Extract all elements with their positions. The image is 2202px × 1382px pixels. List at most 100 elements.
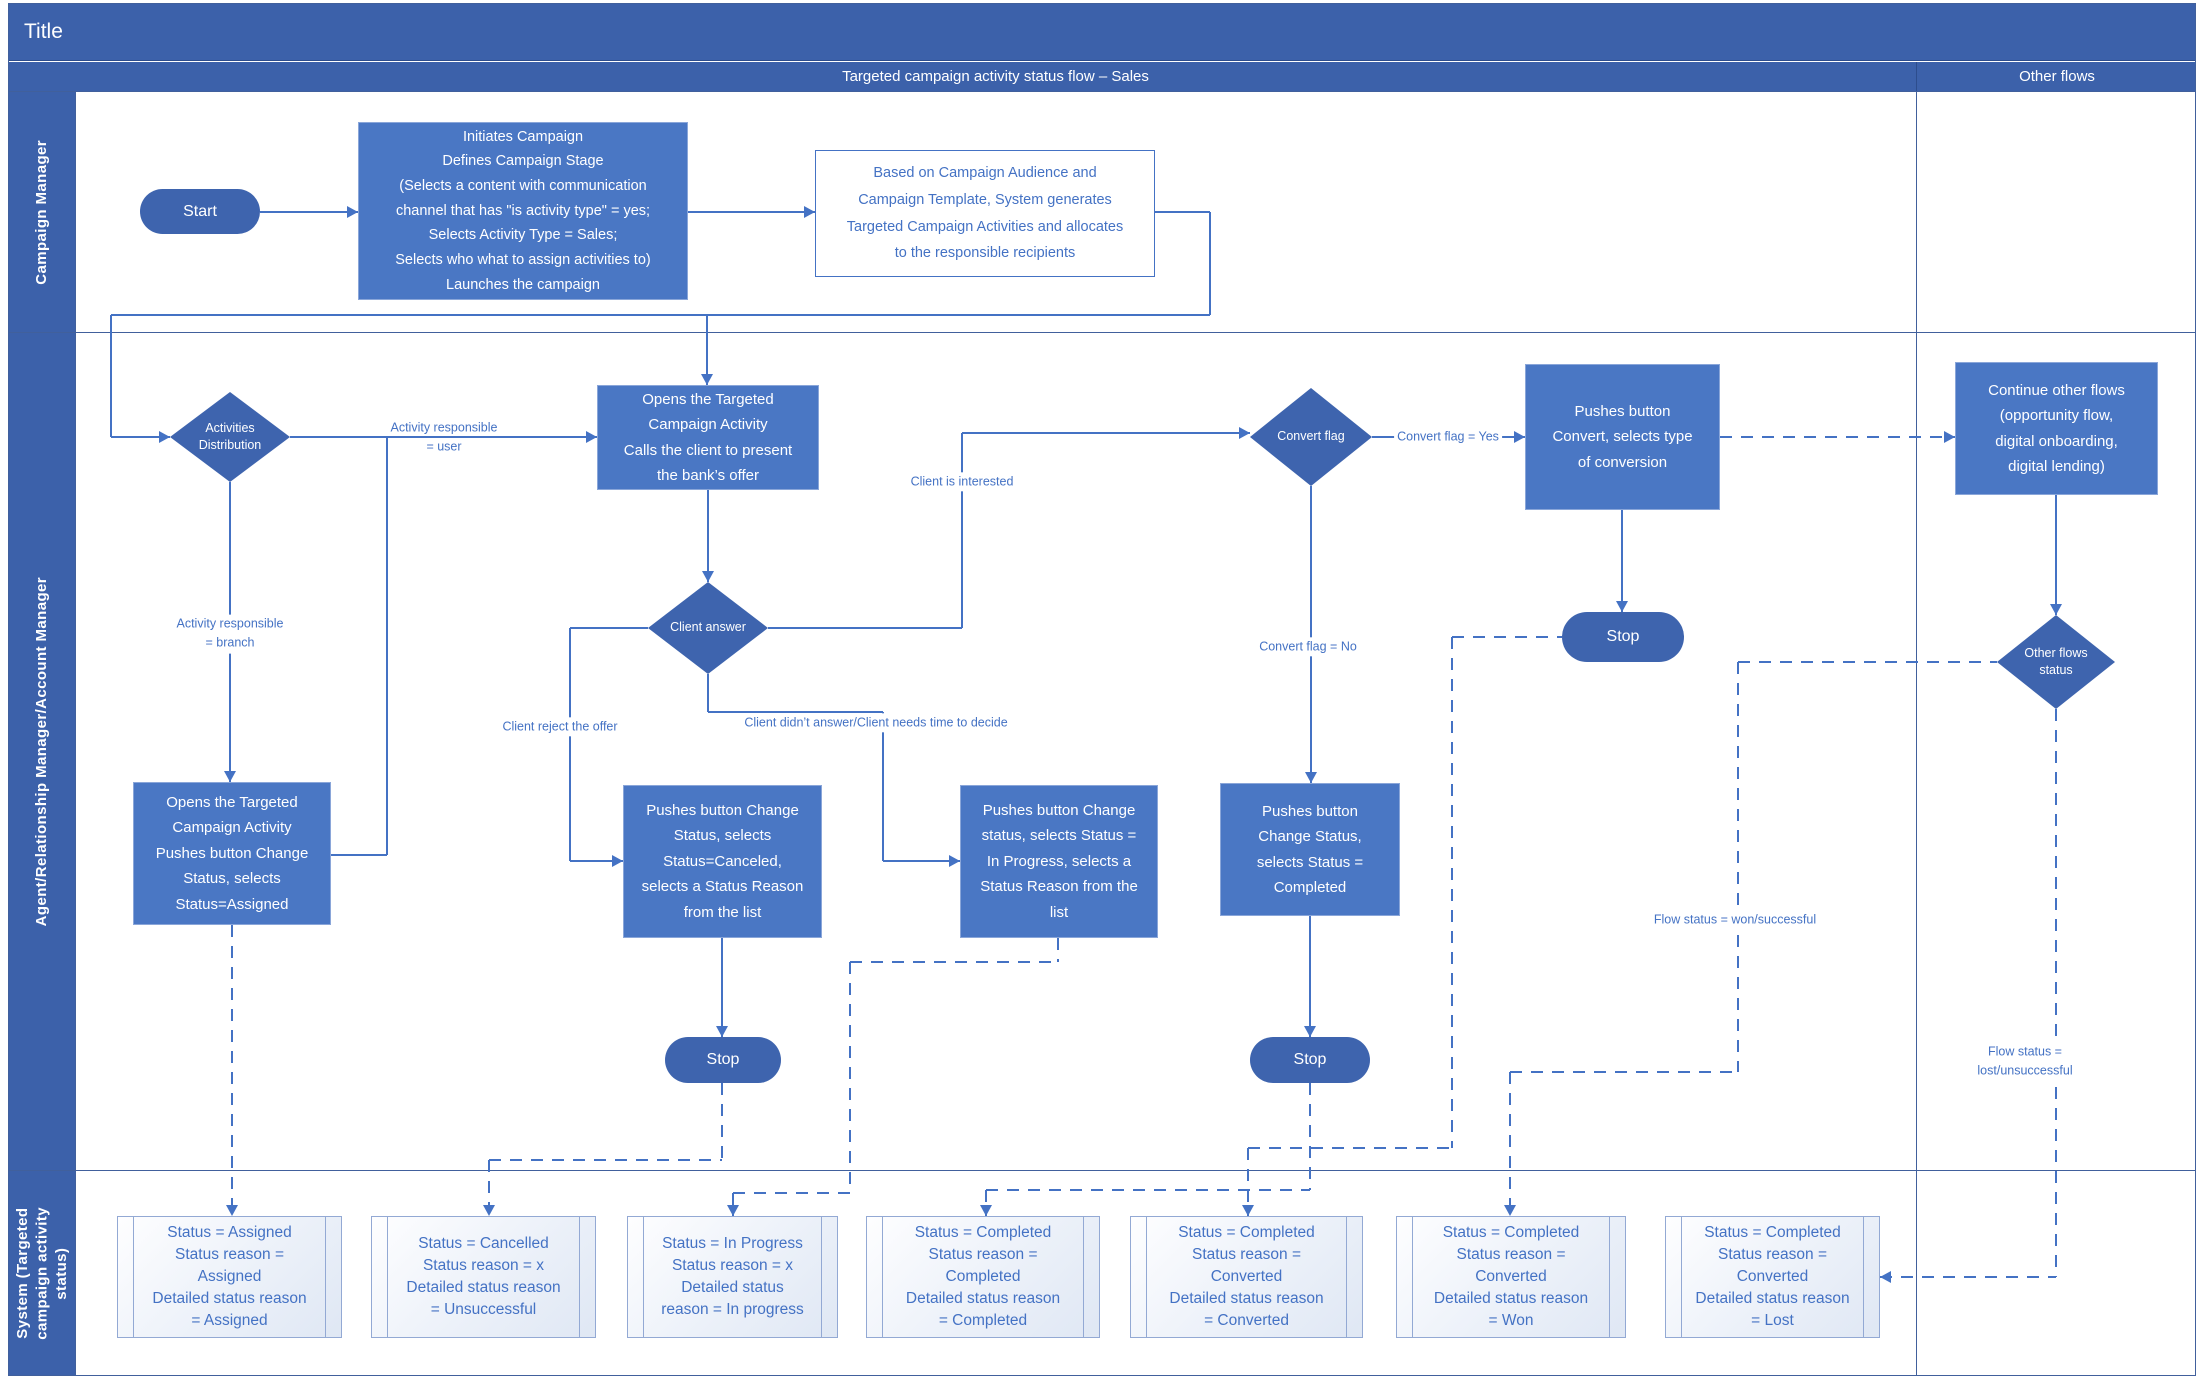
stop-node-canceled[interactable]: Stop [665,1037,781,1083]
connector-converted-status [1247,1148,1249,1216]
connector-lost-status [2055,709,2057,1277]
connector-convert-to-continue [1720,436,1955,438]
status-in-progress-result-label: Status = In Progress Status reason = x D… [661,1235,804,1318]
continue-other-flows-step[interactable]: Continue other flows (opportunity flow, … [1955,362,2158,495]
column-headers: Targeted campaign activity status flow –… [8,62,2196,91]
status-converted-result[interactable]: Status = Completed Status reason = Conve… [1130,1216,1363,1338]
status-converted-result-label: Status = Completed Status reason = Conve… [1169,1224,1324,1329]
change-status-canceled-step[interactable]: Pushes button Change Status, selects Sta… [623,785,822,938]
connector-distribution-to-opens-call [290,436,597,438]
connector-start-to-initiates-arrowhead [347,206,358,218]
connector-client-answer-reject-arrowhead [612,855,623,867]
status-completed-result[interactable]: Status = Completed Status reason = Compl… [866,1216,1100,1338]
convert-button-step-label: Pushes button Convert, selects type of c… [1552,402,1693,471]
connector-convert-no [1310,486,1312,783]
connector-client-answer-no-answer [882,712,884,861]
change-status-assigned-step[interactable]: Opens the Targeted Campaign Activity Pus… [133,782,331,925]
connector-client-answer-no-answer-arrowhead [949,855,960,867]
connector-start-to-initiates [260,211,358,213]
connector-convert-to-continue-arrowhead [1944,431,1955,443]
connector-converted-status [1452,636,1562,638]
connector-in-progress-status [733,1192,850,1194]
start-node[interactable]: Start [140,189,260,234]
status-in-progress-result[interactable]: Status = In Progress Status reason = x D… [627,1216,838,1338]
connector-canceled-to-stop [721,938,723,1037]
status-cancelled-result[interactable]: Status = Cancelled Status reason = x Det… [371,1216,596,1338]
connector-assign-rejoin [386,438,388,855]
connector-assigned-status-arrowhead [226,1205,238,1216]
connector-distribution-to-opens-call-arrowhead [586,431,597,443]
stop-node-completed-label: Stop [1293,1051,1327,1069]
connector-client-answer-no-answer [883,860,960,862]
connector-client-answer-interested [962,432,1250,434]
change-status-completed-step[interactable]: Pushes button Change Status, selects Sta… [1220,783,1400,916]
status-won-result-label: Status = Completed Status reason = Conve… [1433,1224,1589,1329]
connector-client-answer-reject [570,627,648,629]
stop-node-completed[interactable]: Stop [1250,1037,1370,1083]
connector-generate-to-distribution [111,436,170,438]
connector-canceled-status [721,1083,723,1160]
diagram-outer-border [8,3,2196,1376]
connector-distribution-to-assign-arrowhead [224,771,236,782]
connector-continue-to-other-status-arrowhead [2050,604,2062,615]
diagram-title: Title [24,19,63,43]
change-status-completed-step-label: Pushes button Change Status, selects Sta… [1256,802,1364,897]
connector-client-answer-reject [570,860,623,862]
connector-completed-to-stop [1309,916,1311,1037]
status-lost-result[interactable]: Status = Completed Status reason = Conve… [1665,1216,1880,1338]
status-lost-result-label: Status = Completed Status reason = Conve… [1695,1224,1850,1329]
connector-lost-status [1880,1276,2056,1278]
connector-generate-to-distribution-arrowhead [159,431,170,443]
lane-system-status: System (Targeted campaign activity statu… [9,1170,75,1376]
connector-won-status [1738,661,1997,663]
connector-completed-status [985,1190,987,1216]
lane-agent-relationship-manager: Agent/Relationship Manager/Account Manag… [9,332,75,1170]
edge-label-client-no-answer: Client didn’t answer/Client needs time t… [741,713,1011,733]
initiates-campaign-step[interactable]: Initiates Campaign Defines Campaign Stag… [358,122,688,300]
connector-canceled-to-stop-arrowhead [716,1026,728,1037]
connector-lost-status-arrowhead [1880,1271,1891,1283]
connector-completed-to-stop-arrowhead [1304,1026,1316,1037]
connector-assign-rejoin [331,854,387,856]
change-status-in-progress-step-label: Pushes button Change status, selects Sta… [980,801,1138,921]
connector-converted-status [1451,637,1453,1148]
lane-band-border [75,91,76,1376]
convert-button-step[interactable]: Pushes button Convert, selects type of c… [1525,364,1720,510]
connector-generate-to-distribution [110,315,112,437]
connector-opens-call-to-client-answer-arrowhead [702,571,714,582]
system-generates-activities-step[interactable]: Based on Campaign Audience and Campaign … [815,150,1155,277]
connector-client-answer-interested-arrowhead [1239,427,1250,439]
continue-other-flows-step-label: Continue other flows (opportunity flow, … [1988,381,2125,476]
connector-canceled-status-arrowhead [483,1205,495,1216]
status-won-result[interactable]: Status = Completed Status reason = Conve… [1396,1216,1626,1338]
connector-generate-to-distribution [1155,211,1210,213]
connector-generate-to-distribution [1209,212,1211,315]
other-flows-divider [1916,91,1917,1376]
edge-label-flow-lost: Flow status = lost/unsuccessful [1936,1042,2114,1082]
edge-label-activity-responsible-branch: Activity responsible = branch [173,614,287,654]
activities-distribution-decision-label: Activities Distribution [198,420,262,453]
start-node-label: Start [183,202,217,220]
connector-won-status [1510,1071,1738,1073]
connector-client-answer-reject [569,628,571,861]
connector-won-status [1737,662,1739,1072]
column-divider [1916,62,1917,91]
connector-in-progress-status [732,1193,734,1216]
status-assigned-result[interactable]: Status = Assigned Status reason = Assign… [117,1216,342,1338]
opens-activity-calls-client-step[interactable]: Opens the Targeted Campaign Activity Cal… [597,385,819,490]
connector-loop-to-opens-call [706,315,708,385]
stop-node-convert[interactable]: Stop [1562,612,1684,662]
connector-initiates-to-generate-arrowhead [804,206,815,218]
edge-label-convert-flag-yes: Convert flag = Yes [1394,427,1502,447]
edge-label-client-interested: Client is interested [907,472,1017,492]
diagram-title-bar: Title [8,3,2196,61]
connector-client-answer-interested [768,627,962,629]
connector-convert-to-stop-arrowhead [1616,601,1628,612]
connector-initiates-to-generate [687,211,815,213]
connector-convert-yes-arrowhead [1514,431,1525,443]
status-cancelled-result-label: Status = Cancelled Status reason = x Det… [406,1235,561,1318]
connector-client-answer-no-answer [708,711,883,713]
edge-label-client-reject: Client reject the offer [499,717,621,737]
status-completed-result-label: Status = Completed Status reason = Compl… [905,1224,1061,1329]
change-status-in-progress-step[interactable]: Pushes button Change status, selects Sta… [960,785,1158,938]
